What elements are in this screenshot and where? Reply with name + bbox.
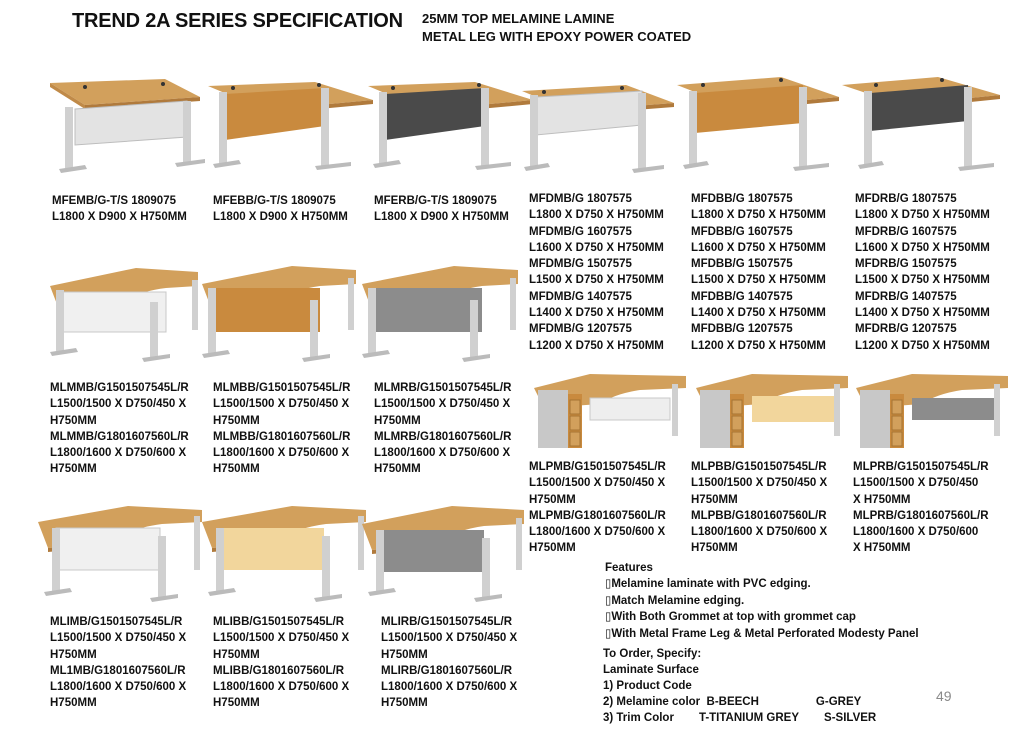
features-list: Features ▯Melamine laminate with PVC edg… [605,560,919,642]
desk-image-mfdbb [677,77,839,171]
desk-image-mlmmb [50,268,198,362]
desk-image-mlprb [856,374,1008,448]
desk-image-mfemb [50,79,205,173]
desk-image-mfebb [208,82,373,170]
desk-image-mlmrb [362,266,518,362]
features-heading: Features [605,562,653,574]
page-number: 49 [936,688,952,704]
desk-image-mferb [368,82,533,170]
desk-image-mlirb [362,506,524,602]
page-subtitle: 25MM TOP MELAMINE LAMINE METAL LEG WITH … [422,10,691,46]
feature-item: ▯With Metal Frame Leg & Metal Perforated… [605,627,919,640]
desk-image-mlibb [202,506,366,602]
order-surface: Laminate Surface [603,664,699,676]
desk-image-mfdmb [522,85,674,173]
order-line-1: 1) Product Code [603,680,692,692]
desk-image-mlpbb [696,374,848,448]
desk-image-mfdrb [842,77,1000,171]
order-heading: To Order, Specify: [603,648,702,660]
desk-image-mlmbb [202,266,356,362]
feature-item: ▯Melamine laminate with PVC edging. [605,578,811,591]
page-title: TREND 2A SERIES SPECIFICATION [72,10,403,32]
desk-image-mlimb [38,506,202,602]
desk-image-mlpmb [534,374,686,448]
order-instructions: To Order, Specify: Laminate Surface 1) P… [603,646,876,726]
subtitle-line-2: METAL LEG WITH EPOXY POWER COATED [422,29,692,44]
feature-item: ▯Match Melamine edging. [605,594,745,607]
feature-item: ▯With Both Grommet at top with grommet c… [605,611,856,624]
subtitle-line-1: 25MM TOP MELAMINE LAMINE [422,11,615,26]
